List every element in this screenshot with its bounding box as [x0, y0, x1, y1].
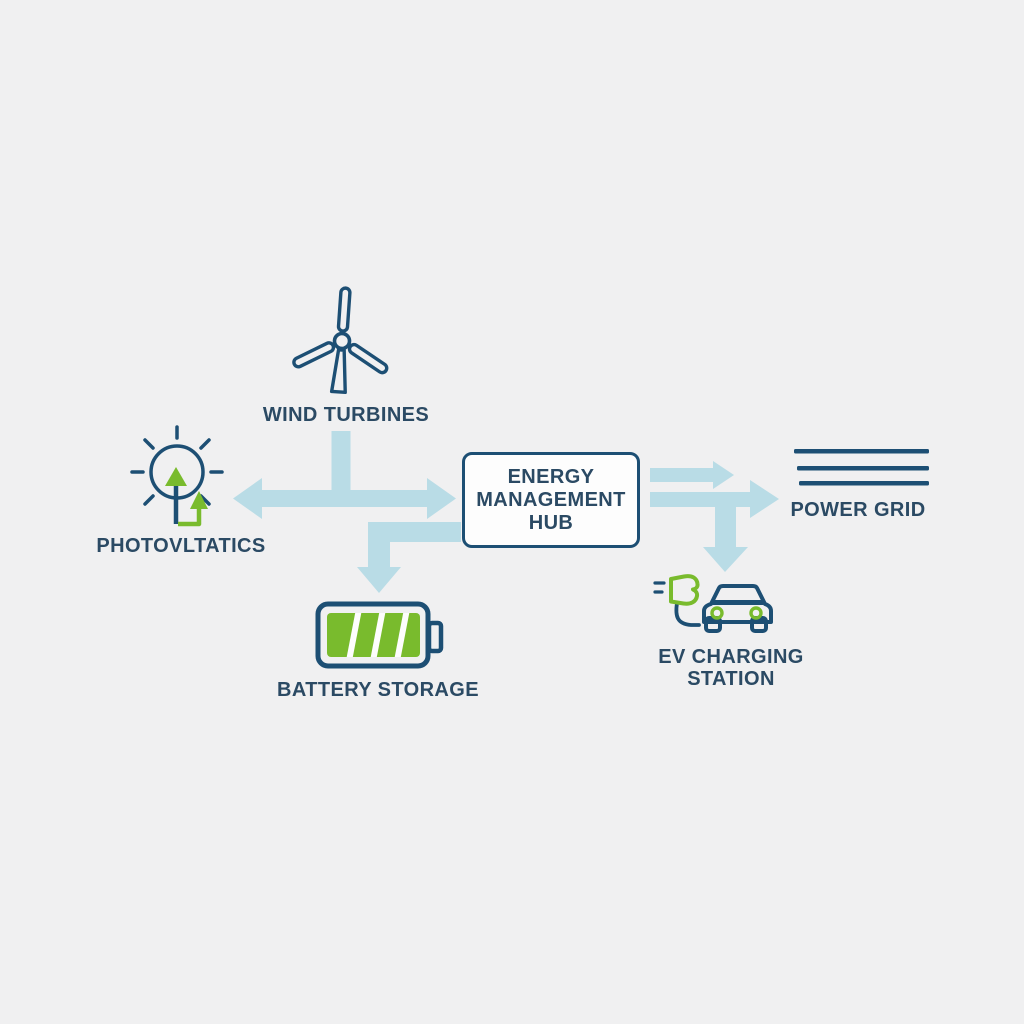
hub-to-grid-upper-arrow — [650, 461, 734, 489]
arrow-layer — [233, 431, 779, 593]
hub-label-line1: ENERGY — [507, 465, 595, 488]
hub-to-battery-arrow — [357, 522, 461, 593]
energy-management-hub-box: ENERGY MANAGEMENT HUB — [462, 452, 640, 548]
car-headlight-right — [749, 606, 763, 620]
ev-plug-and-car-icon — [653, 574, 773, 633]
ev-charging-label: EV CHARGING STATION — [631, 646, 831, 690]
hub-to-grid-and-ev-arrow — [650, 480, 779, 572]
wind-turbines-label: WIND TURBINES — [262, 404, 430, 426]
sun-with-arrows-icon — [130, 425, 224, 527]
battery-storage-label: BATTERY STORAGE — [277, 679, 479, 701]
wind-feed-bar — [331, 431, 351, 497]
ev-charging-label-line1: EV CHARGING — [658, 646, 804, 668]
photovoltaics-label: PHOTOVLTATICS — [96, 535, 266, 557]
grid-lines-icon — [794, 449, 929, 486]
car-windshield — [712, 600, 764, 605]
pv-hub-bus-arrow — [233, 478, 456, 519]
sun-rays — [130, 425, 224, 506]
car-body — [702, 584, 773, 624]
power-grid-label: POWER GRID — [790, 499, 926, 521]
car-headlight-left — [710, 606, 724, 620]
hub-label-line3: HUB — [528, 511, 574, 534]
ev-charging-label-line2: STATION — [687, 668, 775, 690]
ev-plug — [669, 574, 700, 606]
charging-cable — [674, 601, 701, 627]
wind-turbine-icon — [292, 286, 389, 395]
battery-icon — [315, 601, 444, 669]
hub-label-line2: MANAGEMENT — [476, 488, 626, 511]
